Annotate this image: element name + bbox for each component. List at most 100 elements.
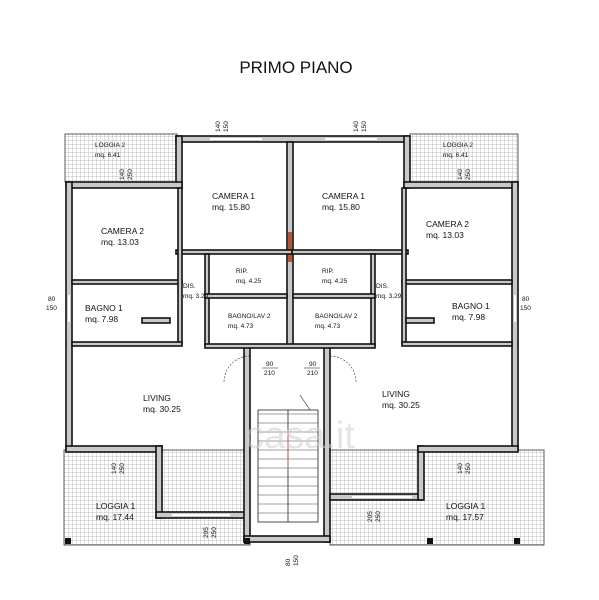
stair-steps: [258, 413, 318, 514]
watermark: casa.it: [245, 415, 355, 457]
wall-rip-right-b: [292, 293, 376, 299]
wall-rip-left-b: [204, 293, 288, 299]
wall-loggia1-left-step: [155, 445, 163, 519]
dim-stair-door-right-h: 210: [307, 370, 318, 377]
wall-stair-bottom: [243, 535, 331, 543]
camera2-right-area: mq. 13.03: [426, 230, 464, 240]
dim-bottom-right-window-w: 205: [367, 511, 374, 522]
posts: [65, 538, 520, 544]
loggia2-left-area: mq. 6.41: [95, 152, 121, 159]
camera2-left-area: mq. 13.03: [101, 237, 139, 247]
dim-loggia2-right-door-w: 140: [457, 169, 464, 180]
plan-title: PRIMO PIANO: [239, 58, 352, 77]
inner-walls: [71, 141, 513, 349]
loggia1-left-area: mq. 17.44: [96, 512, 134, 522]
camera1-left-area: mq. 15.80: [212, 202, 250, 212]
fixture-right: [405, 317, 435, 324]
loggia-areas: [63, 133, 545, 546]
bagno1-left-area: mq. 7.98: [85, 314, 118, 324]
center-accent: [288, 232, 292, 262]
camera2-right-name: CAMERA 2: [426, 219, 469, 229]
windows: [68, 138, 516, 516]
bagno1-right-name: BAGNO 1: [452, 301, 490, 311]
living-left-area: mq. 30.25: [143, 404, 181, 414]
wall-camera1-left-bottom: [175, 249, 293, 255]
dim-bottom-left-window-w: 205: [203, 527, 210, 538]
wall-camera2-left-bottom: [71, 279, 183, 285]
dim-loggia1-left-door-w: 140: [111, 463, 118, 474]
dim-side-window-left-w: 80: [48, 296, 56, 303]
dim-top-window-right-w: 140: [353, 121, 360, 132]
dim-stair-door-left-w: 90: [266, 361, 274, 368]
bagnolav2-right-name: BAGNO/LAV 2: [315, 313, 358, 320]
living-right-area: mq. 30.25: [382, 400, 420, 410]
wall-top-left-step: [175, 135, 183, 189]
dim-bottom-center-w: 80: [285, 558, 292, 566]
wall-camera2-left-top: [65, 181, 183, 189]
dim-loggia2-left-door-w: 140: [119, 169, 126, 180]
dis-left-name: DIS.: [183, 283, 196, 290]
dim-loggia1-right-door-w: 140: [457, 463, 464, 474]
loggia1-left-name: LOGGIA 1: [96, 501, 135, 511]
loggia2-left-area: [64, 133, 178, 183]
loggia2-right-name: LOGGIA 2: [443, 142, 473, 149]
wall-dis-left: [177, 187, 183, 345]
dis-right-name: DIS.: [376, 283, 389, 290]
rip-right-name: RIP.: [322, 268, 334, 275]
living-right-name: LIVING: [382, 389, 410, 399]
camera1-left-name: CAMERA 1: [212, 191, 255, 201]
rip-left-name: RIP.: [236, 268, 248, 275]
dim-side-window-right-h: 150: [520, 305, 531, 312]
living-left-name: LIVING: [143, 393, 171, 403]
loggia2-right-area: mq. 6.41: [443, 152, 469, 159]
bagnolav2-left-area: mq. 4.73: [228, 323, 254, 330]
dis-left-area: mq. 3.29: [183, 293, 209, 300]
bagno1-left-name: BAGNO 1: [85, 303, 123, 313]
wall-top-right-step: [403, 135, 411, 189]
bagnolav2-right-area: mq. 4.73: [315, 323, 341, 330]
dim-side-window-left-h: 150: [46, 305, 57, 312]
camera1-right-name: CAMERA 1: [322, 191, 365, 201]
wall-loggia1-right-step: [417, 445, 425, 501]
wall-lav-bottom: [204, 343, 376, 349]
wall-rip-left-l: [204, 253, 210, 347]
dim-stair-door-right-w: 90: [309, 361, 317, 368]
rip-right-area: mq. 4.25: [322, 278, 348, 285]
bagnolav2-left-name: BAGNO/LAV 2: [228, 313, 271, 320]
wall-camera1-right-bottom: [291, 249, 409, 255]
dim-side-window-right-w: 80: [522, 296, 530, 303]
loggia2-left-name: LOGGIA 2: [95, 142, 125, 149]
camera1-right-area: mq. 15.80: [322, 202, 360, 212]
dimension-labels: 140 150 140 150 140 250 140 250 80 150 8…: [46, 121, 531, 566]
wall-bottom-left: [65, 445, 163, 453]
camera2-left-name: CAMERA 2: [101, 226, 144, 236]
dim-stair-door-left-h: 210: [264, 370, 275, 377]
dim-top-window-left-w: 140: [215, 121, 222, 132]
room-labels: LOGGIA 2 mq. 6.41 LOGGIA 2 mq. 6.41 CAME…: [85, 142, 490, 522]
bagno1-right-area: mq. 7.98: [452, 312, 485, 322]
wall-rip-right-r: [370, 253, 376, 347]
dim-loggia1-left-door-h: 250: [119, 463, 126, 474]
loggia2-right-area: [409, 133, 519, 183]
staircase: [257, 394, 319, 523]
door-arc-left: [223, 355, 251, 383]
dim-top-window-right-h: 150: [361, 121, 368, 132]
wall-bagno1-right-bottom: [401, 341, 513, 347]
loggia1-right-name: LOGGIA 1: [446, 501, 485, 511]
door-arc-right: [329, 355, 357, 383]
dim-top-window-left-h: 150: [223, 121, 230, 132]
wall-camera2-right-top: [403, 181, 519, 189]
fixture-left: [141, 317, 171, 324]
dim-bottom-left-window-h: 250: [211, 527, 218, 538]
dim-loggia1-right-door-h: 250: [465, 463, 472, 474]
wall-camera2-right-bottom: [401, 279, 513, 285]
dis-right-area: mq. 3.29: [376, 293, 402, 300]
dim-bottom-right-window-h: 250: [375, 511, 382, 522]
wall-bottom-right: [417, 445, 519, 453]
dim-bottom-center-h: 150: [293, 555, 300, 566]
loggia1-right-area: mq. 17.57: [446, 512, 484, 522]
wall-bagno1-left-bottom: [71, 341, 183, 347]
dim-loggia2-right-door-h: 250: [465, 169, 472, 180]
dim-loggia2-left-door-h: 250: [127, 169, 134, 180]
